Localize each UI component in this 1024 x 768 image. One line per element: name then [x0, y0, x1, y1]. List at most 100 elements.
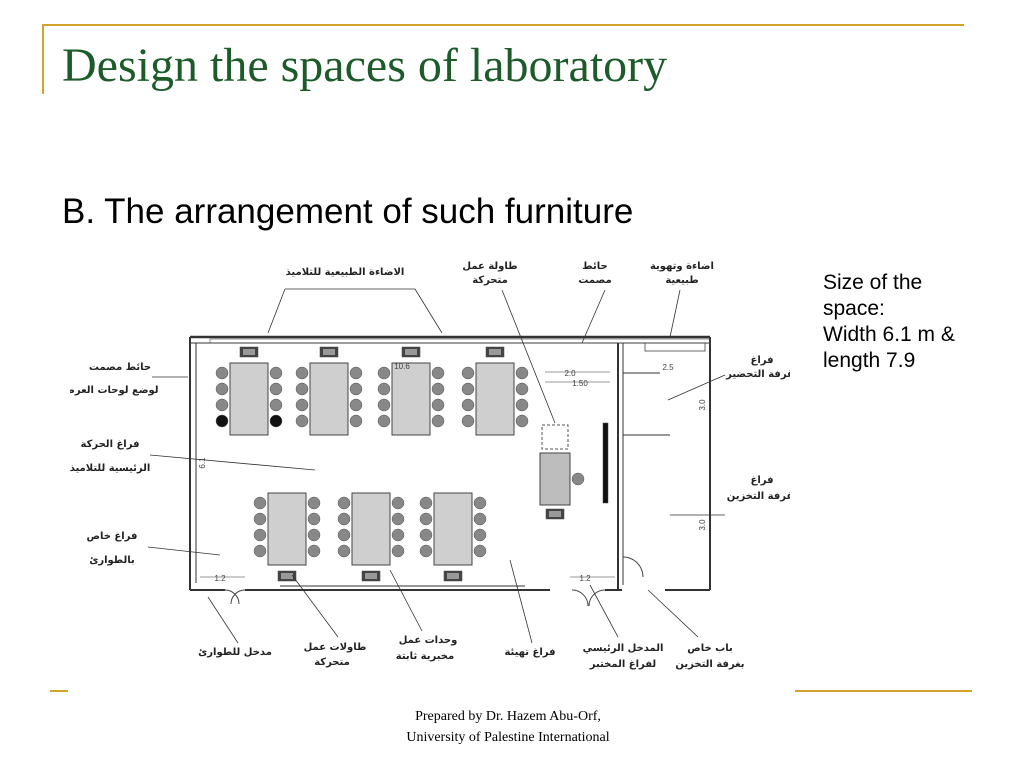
fixed-table-top-1 — [229, 362, 269, 436]
seat-top-1-r1 — [269, 366, 283, 380]
dim-prep-width: 2.5 — [662, 363, 674, 372]
space-size-line-2: space: — [823, 297, 885, 320]
label-fixed-units-2: مخبرية ثابتة — [396, 651, 454, 662]
leader-mobile-tables — [291, 574, 339, 638]
seat-top-2-l1 — [295, 366, 309, 380]
seat-bottom-1-l3 — [253, 528, 267, 542]
leader-emergency-space — [147, 546, 221, 556]
label-board-wall-2: لوضع لوحات العرض — [70, 385, 159, 396]
dim-prep-height: 3.0 — [698, 399, 707, 411]
seat-top-3-r2 — [431, 382, 445, 396]
seat-bottom-2-l2 — [337, 512, 351, 526]
seat-bottom-1-r2 — [307, 512, 321, 526]
seat-bottom-1-r4 — [307, 544, 321, 558]
fixed-table-top-2 — [309, 362, 349, 436]
seat-top-3-l3 — [377, 398, 391, 412]
label-main-entrance-1: المدخل الرئيسي — [583, 643, 664, 654]
label-storage-room-1: فراغ — [750, 475, 773, 486]
seat-top-4-r2 — [515, 382, 529, 396]
leader-natural-light-2 — [414, 288, 443, 334]
seat-top-2-l3 — [295, 398, 309, 412]
dim-table-width: 10.6 — [394, 362, 410, 371]
footer-line-1: Prepared by Dr. Hazem Abu-Orf, — [415, 709, 601, 724]
seat-top-1-l1 — [215, 366, 229, 380]
dim-main-door: 1.2 — [579, 574, 591, 583]
frame-left-rule — [42, 24, 44, 94]
seat-bottom-1-r1 — [307, 496, 321, 510]
display-board — [602, 422, 609, 504]
label-emergency-space-1: فراغ خاص — [87, 531, 138, 542]
label-light-vent-2: طبيعية — [665, 275, 698, 286]
seat-bottom-3-l4 — [419, 544, 433, 558]
label-circulation-1: فراغ الحركة — [81, 439, 140, 450]
dim-aisle-bottom: 1.50 — [572, 379, 588, 388]
main-door-swing-right — [588, 589, 606, 607]
bottom-rule-right — [795, 690, 972, 692]
seat-top-3-l1 — [377, 366, 391, 380]
seat-top-2-l2 — [295, 382, 309, 396]
mobile-table-seat — [571, 472, 585, 486]
seat-top-1-r2 — [269, 382, 283, 396]
seat-top-2-r4 — [349, 414, 363, 428]
label-solid-wall-1: حائط — [582, 261, 607, 272]
seat-top-2-r1 — [349, 366, 363, 380]
label-emergency-exit: مدخل للطوارئ — [198, 647, 272, 658]
label-fixed-units-1: وحدات عمل — [399, 635, 458, 646]
seat-bottom-2-r2 — [391, 512, 405, 526]
seat-top-4-l3 — [461, 398, 475, 412]
leader-circulation — [149, 454, 316, 471]
label-main-entrance-2: لفراغ المختبر — [589, 659, 656, 670]
seat-bottom-3-l3 — [419, 528, 433, 542]
seat-bottom-2-r4 — [391, 544, 405, 558]
fixed-table-bottom-2 — [351, 492, 391, 566]
seat-top-3-r1 — [431, 366, 445, 380]
seat-bottom-1-l2 — [253, 512, 267, 526]
label-mobile-tables-1: طاولات عمل — [304, 642, 367, 653]
emergency-door-swing-right — [230, 589, 246, 605]
footer: Prepared by Dr. Hazem Abu-Orf, Universit… — [358, 706, 658, 748]
seat-top-1-l4 — [215, 414, 229, 428]
leader-main-entrance — [589, 584, 619, 638]
mobile-table-outline — [541, 424, 569, 450]
leader-prep-room — [667, 374, 726, 401]
label-prep-space: فراغ تهيئة — [504, 647, 555, 658]
seat-bottom-2-r3 — [391, 528, 405, 542]
seat-bottom-3-r3 — [473, 528, 487, 542]
seat-top-2-r3 — [349, 398, 363, 412]
fixed-table-bottom-3 — [433, 492, 473, 566]
fixed-table-top-3 — [391, 362, 431, 436]
main-door-swing-left — [571, 589, 589, 607]
dim-aisle-top: 2.0 — [564, 369, 576, 378]
seat-bottom-3-l2 — [419, 512, 433, 526]
seat-bottom-3-r4 — [473, 544, 487, 558]
seat-bottom-1-r3 — [307, 528, 321, 542]
leader-fixed-units — [389, 569, 423, 632]
window-strip-top — [209, 338, 711, 344]
space-size-line-1: Size of the — [823, 271, 923, 294]
footer-line-2: University of Palestine International — [406, 730, 610, 745]
leader-light-vent — [669, 289, 681, 338]
space-size-line-3: Width 6.1 m & — [823, 323, 955, 346]
leader-natural-light-1 — [267, 288, 286, 334]
seat-bottom-2-l4 — [337, 544, 351, 558]
seat-bottom-1-l1 — [253, 496, 267, 510]
leader-solid-wall — [581, 289, 606, 344]
sink-top-4-basin — [489, 349, 501, 355]
label-board-wall-1: حائط مصمت — [89, 362, 151, 373]
fixed-table-bottom-1 — [267, 492, 307, 566]
sink-top-1-basin — [243, 349, 255, 355]
label-storage-room-2: غرفة التخزين — [727, 491, 790, 502]
seat-bottom-3-r2 — [473, 512, 487, 526]
seat-top-4-l2 — [461, 382, 475, 396]
seat-top-1-l2 — [215, 382, 229, 396]
frame-top-rule — [44, 24, 964, 26]
label-natural-light: الاضاءة الطبيعية للتلاميذ — [286, 267, 405, 278]
seat-top-4-r4 — [515, 414, 529, 428]
prep-counter — [644, 342, 706, 352]
dim-room-width: 6.1 — [198, 457, 207, 469]
seat-top-1-r3 — [269, 398, 283, 412]
sink-bottom-3-basin — [447, 573, 459, 579]
sink-top-3-basin — [405, 349, 417, 355]
